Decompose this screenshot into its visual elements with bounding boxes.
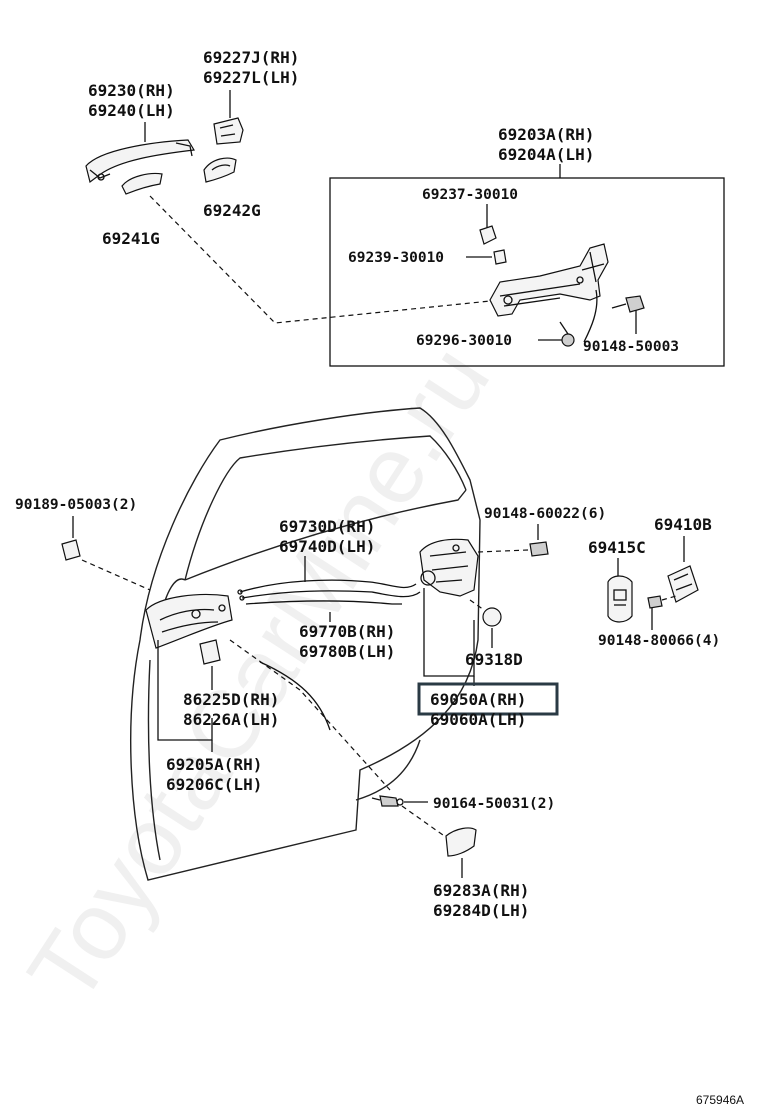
label-69770-rh[interactable]: 69770B(RH) — [299, 622, 395, 641]
outside-handle-part[interactable] — [85, 139, 195, 184]
screw-90164-part[interactable] — [379, 795, 399, 807]
screw-80066-part[interactable] — [647, 595, 663, 609]
label-86226-lh[interactable]: 86226A(LH) — [183, 710, 279, 729]
cover-86225-part[interactable] — [199, 639, 221, 665]
label-69203-rh[interactable]: 69203A(RH) — [498, 125, 594, 144]
label-90148-80066[interactable]: 90148-80066(4) — [598, 633, 720, 649]
label-90189[interactable]: 90189-05003(2) — [15, 497, 137, 513]
screw-69296-part[interactable] — [561, 333, 575, 347]
label-69241[interactable]: 69241G — [102, 229, 160, 248]
label-69230-rh[interactable]: 69230(RH) — [88, 81, 175, 100]
label-69204-lh[interactable]: 69204A(LH) — [498, 145, 594, 164]
label-69318[interactable]: 69318D — [465, 650, 523, 669]
label-90148-60022[interactable]: 90148-60022(6) — [484, 506, 606, 522]
label-69415[interactable]: 69415C — [588, 538, 646, 557]
label-69239[interactable]: 69239-30010 — [348, 250, 444, 266]
screw-50003-part[interactable] — [625, 295, 645, 313]
label-69283-rh[interactable]: 69283A(RH) — [433, 881, 529, 900]
label-69050-rh[interactable]: 69050A(RH) — [430, 690, 526, 709]
handle-frame-part[interactable] — [489, 243, 609, 317]
highlight-box-69050[interactable] — [417, 682, 559, 716]
diagram-ref: 675946A — [696, 1093, 744, 1107]
label-69296[interactable]: 69296-30010 — [416, 333, 512, 349]
label-69205-rh[interactable]: 69205A(RH) — [166, 755, 262, 774]
label-69240-lh[interactable]: 69240(LH) — [88, 101, 175, 120]
grommet-69318-part[interactable] — [482, 607, 502, 627]
label-90164[interactable]: 90164-50031(2) — [433, 796, 555, 812]
cable-69770-part[interactable] — [245, 600, 402, 605]
label-90148-50003[interactable]: 90148-50003 — [583, 339, 679, 355]
label-69410[interactable]: 69410B — [654, 515, 712, 534]
inside-handle-part[interactable] — [145, 593, 233, 649]
label-69284-lh[interactable]: 69284D(LH) — [433, 901, 529, 920]
label-69227-lh[interactable]: 69227L(LH) — [203, 68, 299, 87]
frame-group-box — [329, 177, 725, 367]
clip-part[interactable] — [479, 225, 497, 245]
handle-bezel-part[interactable] — [203, 157, 237, 183]
label-69206-lh[interactable]: 69206C(LH) — [166, 775, 262, 794]
door-outline — [130, 407, 481, 881]
handle-pad-part[interactable] — [121, 172, 163, 195]
label-69227-rh[interactable]: 69227J(RH) — [203, 48, 299, 67]
cover-69415-part[interactable] — [607, 575, 633, 623]
clip-part-2[interactable] — [493, 249, 507, 265]
label-69780-lh[interactable]: 69780B(LH) — [299, 642, 395, 661]
clip-90189-part[interactable] — [61, 539, 81, 561]
label-69242[interactable]: 69242G — [203, 201, 261, 220]
cable-69730-part[interactable] — [239, 579, 417, 593]
cover-69283-part[interactable] — [445, 827, 477, 857]
label-69730-rh[interactable]: 69730D(RH) — [279, 517, 375, 536]
label-69237[interactable]: 69237-30010 — [422, 187, 518, 203]
label-69060-lh[interactable]: 69060A(LH) — [430, 710, 526, 729]
screw-60022-part[interactable] — [529, 541, 549, 557]
label-69740-lh[interactable]: 69740D(LH) — [279, 537, 375, 556]
label-86225-rh[interactable]: 86225D(RH) — [183, 690, 279, 709]
striker-69410-part[interactable] — [667, 565, 699, 603]
handle-cap-part[interactable] — [213, 117, 244, 145]
